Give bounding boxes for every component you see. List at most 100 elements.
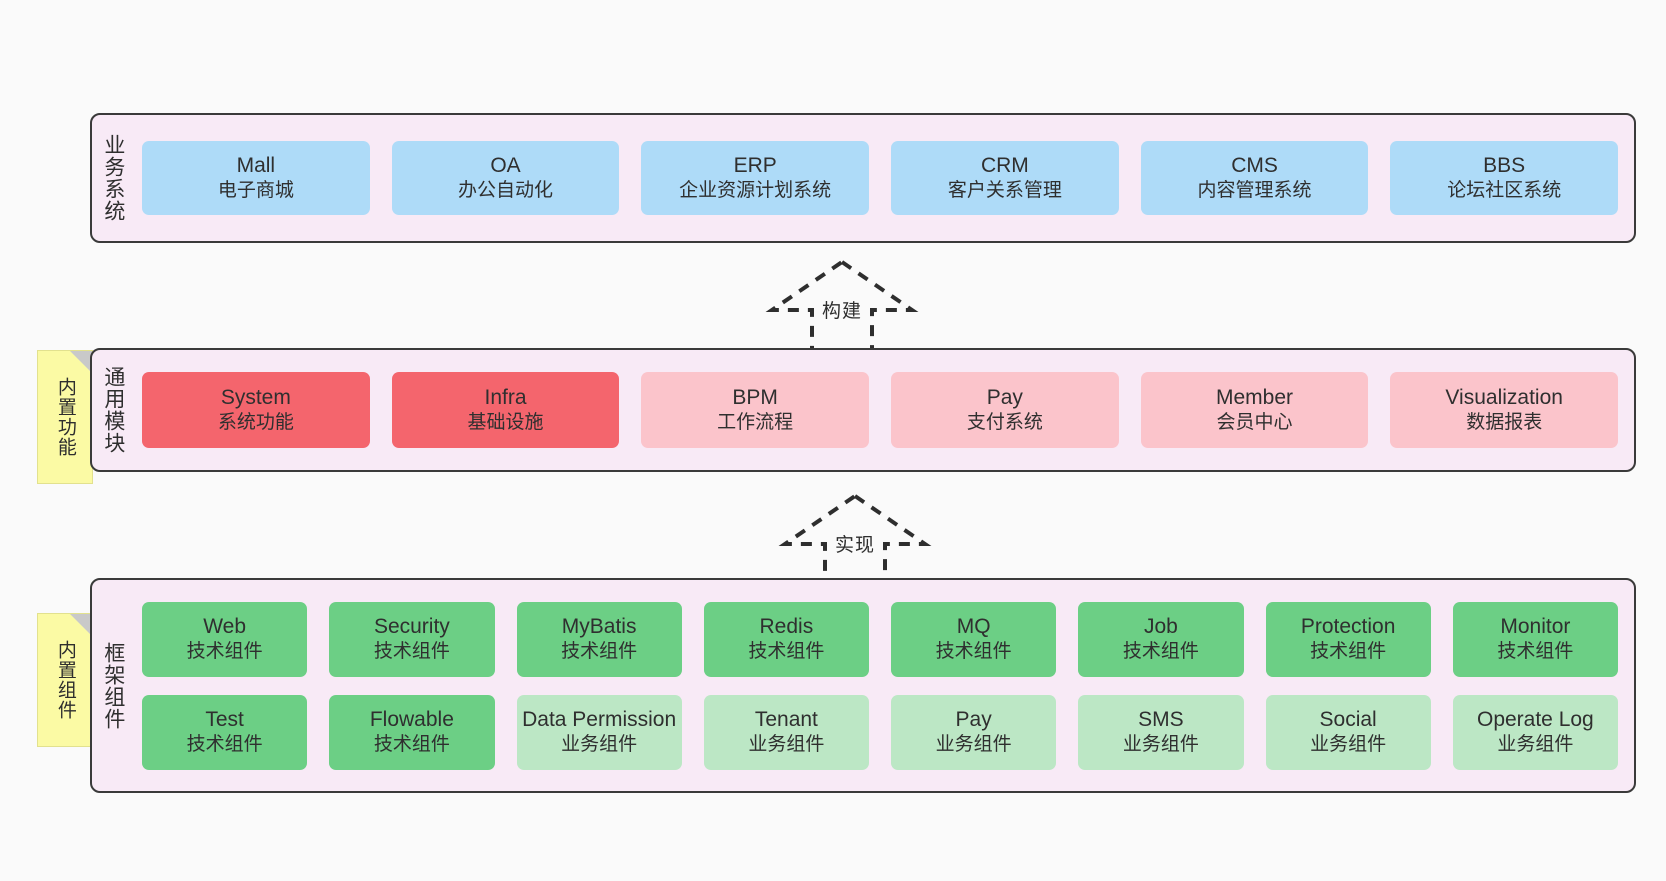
module-card-name: Protection	[1300, 615, 1396, 638]
module-card-desc: 客户关系管理	[947, 180, 1062, 202]
module-card-desc: 技术组件	[935, 641, 1012, 663]
module-card-erp[interactable]: ERP 企业资源计划系统	[641, 141, 870, 215]
module-card-name: Test	[205, 708, 244, 731]
module-card-desc: 电子商城	[217, 180, 294, 202]
module-card-desc: 技术组件	[1122, 641, 1199, 663]
module-card-pay[interactable]: Pay 业务组件	[891, 694, 1057, 770]
module-card-name: Monitor	[1500, 615, 1571, 638]
layer-title-business-system: 业务系统	[101, 134, 125, 222]
folded-corner-icon	[70, 614, 92, 636]
module-card-name: MQ	[956, 615, 991, 638]
module-card-desc: 业务组件	[1122, 734, 1199, 756]
module-card-name: Redis	[759, 615, 814, 638]
module-card-desc: 业务组件	[748, 734, 825, 756]
module-card-desc: 技术组件	[186, 641, 263, 663]
module-card-name: ERP	[733, 154, 777, 177]
module-card-name: Data Permission	[522, 708, 677, 731]
module-card-desc: 技术组件	[1497, 641, 1574, 663]
folded-corner-icon	[70, 351, 92, 373]
module-card-desc: 支付系统	[966, 412, 1043, 434]
module-card-name: CMS	[1231, 154, 1278, 177]
module-card-name: Member	[1216, 386, 1294, 409]
module-card-tenant[interactable]: Tenant 业务组件	[703, 694, 869, 770]
module-card-bbs[interactable]: BBS 论坛社区系统	[1390, 141, 1619, 215]
module-card-monitor[interactable]: Monitor 技术组件	[1452, 601, 1618, 677]
module-card-desc: 技术组件	[1310, 641, 1387, 663]
module-card-desc: 论坛社区系统	[1447, 180, 1562, 202]
module-card-desc: 业务组件	[561, 734, 638, 756]
connector-build: 构建	[762, 258, 922, 353]
module-card-member[interactable]: Member 会员中心	[1140, 372, 1369, 448]
module-card-crm[interactable]: CRM 客户关系管理	[891, 141, 1119, 215]
module-card-desc: 企业资源计划系统	[679, 180, 832, 202]
module-card-web[interactable]: Web 技术组件	[142, 601, 308, 677]
module-card-bpm[interactable]: BPM 工作流程	[641, 372, 870, 448]
module-card-name: Social	[1319, 708, 1377, 731]
module-card-desc: 技术组件	[373, 734, 450, 756]
module-card-desc: 基础设施	[467, 412, 544, 434]
module-card-desc: 技术组件	[748, 641, 825, 663]
module-card-infra[interactable]: Infra 基础设施	[391, 372, 620, 448]
module-card-name: Operate Log	[1476, 708, 1594, 731]
module-card-social[interactable]: Social 业务组件	[1265, 694, 1431, 770]
module-card-system[interactable]: System 系统功能	[142, 372, 370, 448]
module-card-name: System	[220, 386, 291, 409]
module-card-desc: 工作流程	[717, 412, 794, 434]
module-card-name: BBS	[1483, 154, 1526, 177]
connector-build-label: 构建	[821, 301, 862, 322]
module-card-desc: 会员中心	[1216, 412, 1293, 434]
module-card-desc: 业务组件	[1497, 734, 1574, 756]
dashed-hollow-arrow-up-icon	[778, 493, 932, 587]
note-built-in-components: 内置组件	[37, 613, 93, 747]
module-card-mall[interactable]: Mall 电子商城	[142, 141, 370, 215]
module-card-sms[interactable]: SMS 业务组件	[1078, 694, 1244, 770]
module-card-desc: 系统功能	[217, 412, 294, 434]
module-card-name: Tenant	[754, 708, 818, 731]
dashed-hollow-arrow-up-icon	[765, 259, 919, 353]
module-card-name: OA	[490, 154, 521, 177]
module-card-data-permission[interactable]: Data Permission 业务组件	[516, 694, 682, 770]
module-card-flowable[interactable]: Flowable 技术组件	[329, 694, 495, 770]
module-card-protection[interactable]: Protection 技术组件	[1265, 601, 1431, 677]
module-card-desc: 内容管理系统	[1197, 180, 1312, 202]
module-card-operate-log[interactable]: Operate Log 业务组件	[1452, 694, 1618, 770]
module-card-name: Infra	[484, 386, 527, 409]
module-card-desc: 技术组件	[561, 641, 638, 663]
module-card-name: Web	[203, 615, 247, 638]
module-card-redis[interactable]: Redis 技术组件	[703, 601, 869, 677]
connector-implement: 实现	[775, 492, 935, 587]
module-card-name: SMS	[1138, 708, 1184, 731]
layer-title-framework-component: 框架组件	[101, 641, 125, 730]
module-card-name: Flowable	[369, 708, 454, 731]
module-card-mq[interactable]: MQ 技术组件	[891, 601, 1057, 677]
layer-title-common-module: 通用模块	[101, 366, 125, 454]
module-card-desc: 业务组件	[935, 734, 1012, 756]
module-card-name: Pay	[955, 708, 992, 731]
note-built-in-components-label: 内置组件	[54, 640, 76, 720]
module-card-desc: 业务组件	[1310, 734, 1387, 756]
module-card-name: Visualization	[1445, 386, 1563, 409]
note-built-in-functions: 内置功能	[37, 350, 93, 484]
module-card-name: CRM	[980, 154, 1029, 177]
module-card-name: BPM	[732, 386, 778, 409]
module-card-name: Mall	[236, 154, 276, 177]
note-built-in-functions-label: 内置功能	[54, 377, 76, 457]
module-card-cms[interactable]: CMS 内容管理系统	[1140, 141, 1369, 215]
